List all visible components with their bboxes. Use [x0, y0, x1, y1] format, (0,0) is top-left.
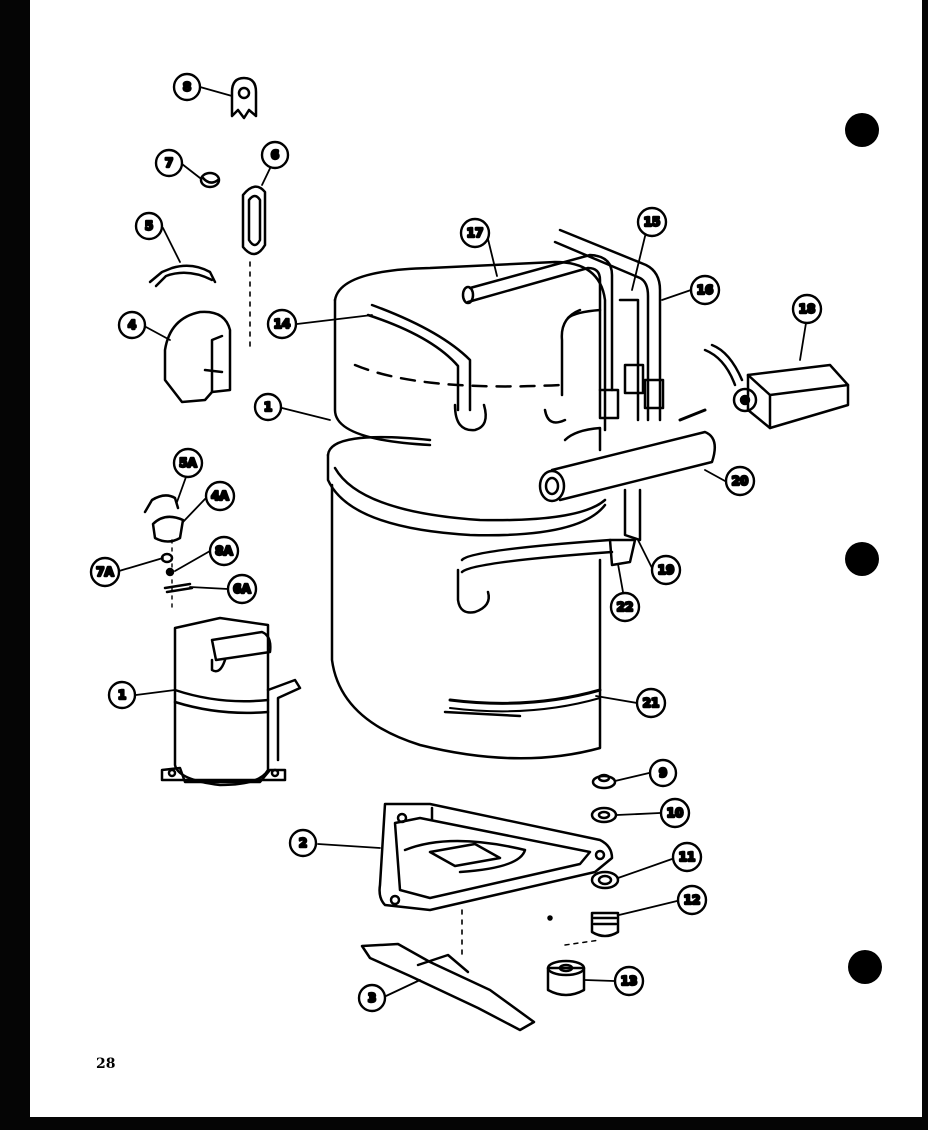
- binder-holes: [845, 113, 882, 984]
- svg-text:5A: 5A: [179, 456, 197, 470]
- svg-text:17: 17: [467, 226, 484, 240]
- part-5-spring-clip: [148, 264, 217, 288]
- svg-text:21: 21: [643, 696, 660, 710]
- part-6-gasket: [241, 185, 267, 351]
- callout-20: 20: [724, 465, 756, 497]
- svg-text:3: 3: [368, 991, 376, 1005]
- part-20-header: [538, 426, 717, 503]
- svg-text:13: 13: [621, 974, 638, 988]
- callout-19: 19: [650, 554, 682, 586]
- svg-text:1: 1: [264, 400, 272, 414]
- callout-1-upper: 1: [253, 392, 283, 422]
- compressor-shell: [326, 260, 607, 760]
- callout-22: 22: [609, 591, 641, 623]
- callout-1-lower: 1: [107, 680, 137, 710]
- part-8-clip: [230, 76, 258, 120]
- svg-text:2: 2: [299, 836, 307, 850]
- tube-14: [366, 303, 487, 432]
- tubes-15-16: [543, 228, 665, 424]
- svg-text:11: 11: [679, 850, 696, 864]
- callout-5: 5: [134, 211, 164, 241]
- svg-text:8: 8: [183, 80, 191, 94]
- svg-text:9: 9: [659, 766, 667, 780]
- callout-4: 4: [117, 310, 147, 340]
- callout-10: 10: [659, 797, 691, 829]
- callout-11: 11: [671, 841, 703, 873]
- part-19-22-bracket: [456, 488, 642, 614]
- svg-text:4: 4: [128, 318, 136, 332]
- small-compressor: [160, 616, 302, 787]
- part-2-base-plate: [378, 802, 614, 961]
- svg-text:15: 15: [644, 215, 661, 229]
- page-number: 28: [96, 1056, 116, 1072]
- svg-text:22: 22: [617, 600, 634, 614]
- callout-7: 7: [154, 148, 184, 178]
- callout-14: 14: [266, 308, 298, 340]
- tube-17: [461, 253, 614, 392]
- parts-sheet: [30, 0, 922, 1117]
- callout-3: 3: [357, 983, 387, 1013]
- svg-text:4A: 4A: [211, 489, 229, 503]
- svg-text:8A: 8A: [215, 544, 233, 558]
- part-3-strap: [360, 942, 536, 1032]
- callout-5A: 5A: [172, 447, 204, 479]
- callout-6: 6: [260, 140, 290, 170]
- callout-8: 8: [172, 72, 202, 102]
- svg-text:10: 10: [667, 806, 684, 820]
- svg-text:6A: 6A: [233, 582, 251, 596]
- svg-text:20: 20: [732, 474, 749, 488]
- callout-17: 17: [459, 217, 491, 249]
- callout-18: 18: [791, 293, 823, 325]
- callout-15: 15: [636, 206, 668, 238]
- part-7-plug: [199, 171, 221, 189]
- part-18-relay-box: [678, 343, 850, 430]
- callout-13: 13: [613, 965, 645, 997]
- callout-bubbles: 8 7 6 5 4 14 17 15 16 18 1 5A 4A 7A 8A 6…: [89, 72, 823, 1013]
- svg-text:12: 12: [684, 893, 701, 907]
- binder-hole: [848, 950, 882, 984]
- svg-text:1: 1: [118, 688, 126, 702]
- small-terminal-parts: [143, 494, 194, 613]
- binder-hole: [845, 113, 879, 147]
- svg-text:7A: 7A: [96, 565, 114, 579]
- callout-16: 16: [689, 274, 721, 306]
- binder-hole: [845, 542, 879, 576]
- leader-lines: [118, 86, 807, 997]
- svg-text:19: 19: [658, 563, 675, 577]
- svg-text:16: 16: [697, 283, 714, 297]
- callout-21: 21: [635, 687, 667, 719]
- callout-6A: 6A: [226, 573, 258, 605]
- callout-4A: 4A: [204, 480, 236, 512]
- svg-text:14: 14: [274, 317, 291, 331]
- callout-2: 2: [288, 828, 318, 858]
- svg-text:6: 6: [271, 148, 279, 162]
- mounting-hardware-stack: [546, 773, 620, 997]
- callout-9: 9: [648, 758, 678, 788]
- part-4-terminal-cover: [163, 310, 232, 404]
- svg-text:7: 7: [165, 156, 173, 170]
- svg-text:18: 18: [799, 302, 816, 316]
- svg-text:5: 5: [145, 219, 153, 233]
- callout-7A: 7A: [89, 556, 121, 588]
- callout-8A: 8A: [208, 535, 240, 567]
- callout-12: 12: [676, 884, 708, 916]
